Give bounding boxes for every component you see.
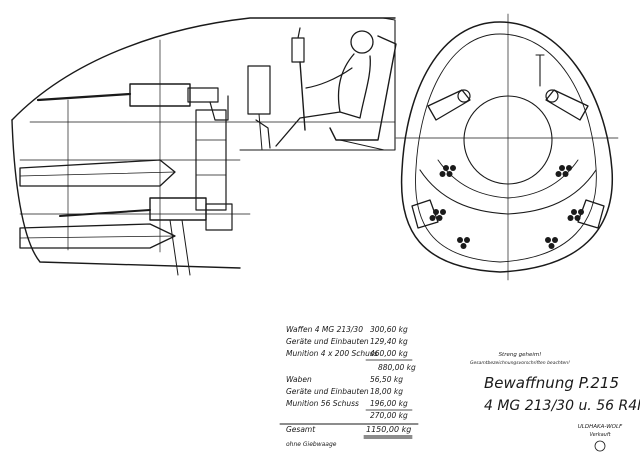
weights-row-label: Waben	[286, 375, 312, 384]
classification-stamp-note: Gesamtbezeichnungsvorschriften beachten!	[470, 360, 570, 366]
cannon-mount-left	[427, 89, 471, 121]
inner-contour	[415, 33, 597, 263]
weights-row-label: Munition 56 Schuss	[286, 399, 359, 408]
lower-cannon-right	[577, 199, 605, 229]
ammo-feed	[187, 87, 219, 103]
pilot-leg	[275, 111, 341, 147]
pilot-head	[350, 30, 374, 54]
cockpit-frame	[239, 17, 396, 151]
rocket-magazine	[419, 169, 597, 215]
drawing-title: Bewaffnung P.215	[484, 374, 619, 392]
gunsight	[291, 27, 305, 63]
weights-row-value: 196,00 kg	[370, 399, 408, 408]
feed-chute	[209, 95, 229, 121]
cannon-mg213-lower	[149, 197, 207, 221]
pilot-arm	[305, 67, 353, 89]
antenna-mast	[535, 54, 545, 87]
pilot-body	[337, 53, 371, 119]
fuselage-lower-contour	[11, 119, 241, 269]
mount-strut	[181, 219, 191, 276]
mount-strut	[169, 219, 179, 276]
lower-mount	[205, 203, 233, 231]
side-view	[11, 17, 397, 276]
instrument-panel	[247, 65, 271, 115]
gun-barrel-lower	[59, 209, 151, 217]
weights-row-value: 18,00 kg	[370, 387, 403, 396]
rocket-cluster	[555, 165, 572, 177]
weights-row-label: Geräte und Einbauten	[286, 387, 369, 396]
weights-subtotal-value: 880,00 kg	[378, 363, 416, 372]
weights-row-label: Geräte und Einbauten	[286, 337, 369, 346]
rocket-cluster	[457, 237, 470, 249]
company-seal	[594, 440, 606, 452]
rocket-cluster-group	[429, 165, 584, 249]
gun-barrel-upper	[36, 92, 132, 102]
front-view	[395, 13, 619, 281]
weights-total-label: Gesamt	[286, 425, 316, 434]
weights-table: Waffen 4 MG 213/30 300,60 kg Geräte und …	[279, 325, 419, 448]
cannon-breech	[457, 89, 471, 103]
control-column	[299, 61, 306, 131]
weights-subtotal-value: 270,00 kg	[370, 411, 408, 420]
rocket-tube-axis	[19, 235, 176, 239]
rocket-tube-axis	[19, 171, 176, 177]
rocket-cluster	[429, 209, 446, 221]
classification-stamp: Streng geheim!	[499, 352, 542, 358]
cannon-mount-right	[545, 89, 589, 121]
intake-duct	[463, 95, 553, 185]
rocket-magazine-inner	[437, 159, 579, 199]
pilot-seat	[329, 35, 397, 141]
company-note: Verkauft	[589, 432, 611, 438]
weights-row-value: 56,50 kg	[370, 375, 403, 384]
weights-row-label: Munition 4 x 200 Schuss	[286, 349, 378, 358]
weights-row-label: Waffen 4 MG 213/30	[286, 325, 363, 334]
rudder-pedal	[255, 119, 271, 149]
weights-row-value: 300,60 kg	[370, 325, 408, 334]
weights-row-value: 460,00 kg	[370, 349, 408, 358]
ammo-box	[195, 109, 227, 211]
panel-stand	[258, 113, 263, 151]
rocket-cluster	[439, 165, 456, 177]
fuselage-upper-contour	[11, 17, 396, 121]
footnote: ohne Giebwaage	[286, 441, 337, 448]
seat-rail	[339, 139, 385, 151]
lower-cannon-left	[411, 199, 439, 229]
company-name: ULDHAKA-WOLF	[578, 424, 623, 430]
weights-total-value: 1150,00 kg	[366, 425, 411, 434]
rocket-tube-lower	[19, 223, 176, 249]
cannon-breech	[545, 89, 559, 103]
drawing-subtitle: 4 MG 213/30 u. 56 R4M	[484, 398, 640, 414]
weights-row-value: 129,40 kg	[370, 337, 408, 346]
rocket-cluster	[545, 237, 558, 249]
rocket-tube-upper	[19, 159, 176, 187]
fuselage-cross-section	[400, 21, 613, 273]
